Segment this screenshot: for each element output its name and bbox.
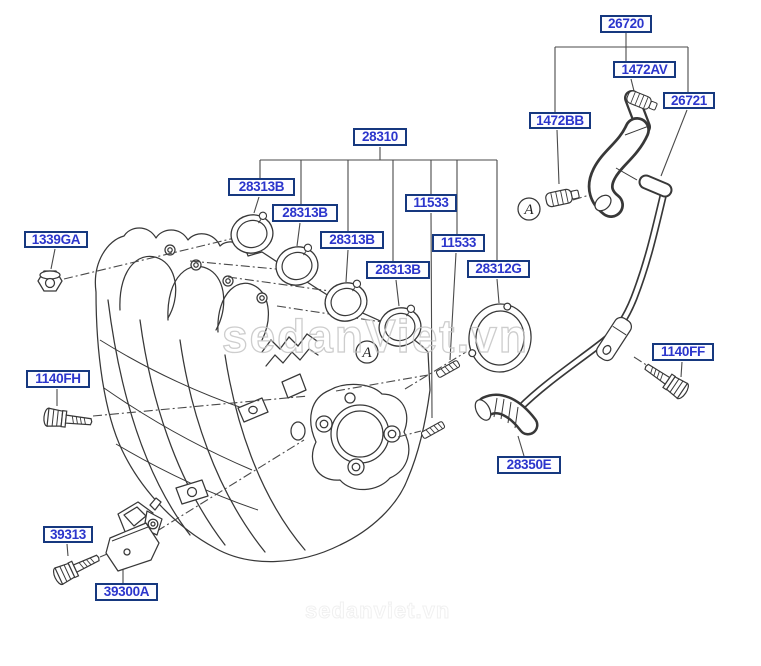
part-label-28310[interactable]: 28310: [353, 128, 407, 146]
view-circle-a-2: A: [355, 340, 379, 364]
stud-bolt-2: [435, 359, 461, 379]
svg-text:A: A: [523, 202, 534, 218]
part-label-28313b-2[interactable]: 28313B: [272, 204, 338, 222]
breather-hose: [587, 90, 673, 218]
part-label-1140ff[interactable]: 1140FF: [652, 343, 714, 361]
part-label-1472bb[interactable]: 1472BB: [529, 112, 591, 129]
part-label-1140fh[interactable]: 1140FH: [26, 370, 90, 388]
bolt-39313: [50, 548, 104, 587]
nut-1339ga: [37, 270, 63, 292]
part-label-39300a[interactable]: 39300A: [95, 583, 158, 601]
watermark-center: sedanViet.vn: [222, 310, 529, 362]
part-label-1472av[interactable]: 1472AV: [613, 61, 676, 78]
part-label-28313b-3[interactable]: 28313B: [320, 231, 384, 249]
part-label-1339ga[interactable]: 1339GA: [24, 231, 88, 248]
bolt-1140fh: [42, 407, 94, 432]
pcv-hose: [474, 393, 539, 436]
part-label-28312g[interactable]: 28312G: [467, 260, 530, 278]
leader-lines: [50, 33, 689, 583]
pipe-bracket: [595, 316, 633, 362]
part-label-11533-2[interactable]: 11533: [432, 234, 485, 252]
throttle-gasket: [468, 302, 532, 373]
hose-clamp-lower-1472bb: [544, 186, 581, 209]
svg-text:A: A: [361, 345, 372, 361]
part-label-11533-1[interactable]: 11533: [405, 194, 457, 212]
view-circle-a-1: A: [517, 197, 541, 221]
part-label-28313b-1[interactable]: 28313B: [228, 178, 295, 196]
part-label-28350e[interactable]: 28350E: [497, 456, 561, 474]
part-label-26720[interactable]: 26720: [600, 15, 652, 33]
map-sensor: [105, 497, 163, 572]
part-label-39313[interactable]: 39313: [43, 526, 93, 543]
part-label-28313b-4[interactable]: 28313B: [366, 261, 430, 279]
watermark-bottom: sedanviet.vn: [305, 598, 450, 623]
pcv-pipe: [516, 184, 669, 412]
part-label-26721[interactable]: 26721: [663, 92, 715, 109]
bolt-1140ff: [640, 358, 692, 402]
